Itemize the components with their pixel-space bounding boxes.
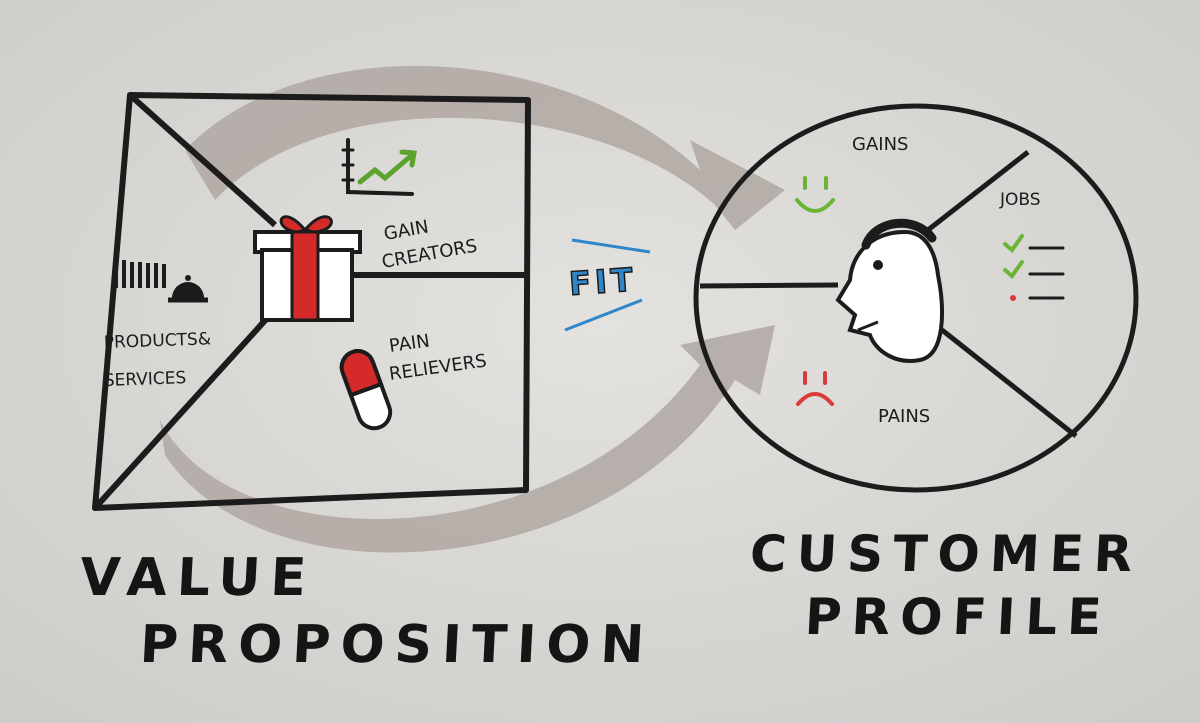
gift-box-icon (253, 215, 362, 322)
gains-label: GAINS (852, 134, 908, 155)
customer-profile-title-line2: PROFILE (803, 588, 1113, 646)
service-bell-icon (168, 275, 208, 303)
value-proposition-square (92, 92, 531, 511)
customer-profile-circle (693, 103, 1139, 493)
value-proposition-title-line1: VALUE (78, 548, 318, 608)
barcode-icon (114, 260, 166, 288)
upper-fit-arrow (185, 65, 785, 230)
fit-indicator: FIT (564, 238, 651, 332)
jobs-label: JOBS (999, 190, 1041, 210)
products-label-line2: SERVICES (103, 368, 186, 391)
products-label-line1: PRODUCTS& (103, 329, 211, 353)
pains-label: PAINS (878, 406, 930, 427)
bar-chart-growth-icon (341, 138, 417, 196)
customer-head-icon (835, 218, 944, 363)
sad-face-icon (796, 371, 834, 406)
value-proposition-title-line2: PROPOSITION (138, 615, 656, 675)
pill-capsule-icon (339, 349, 393, 431)
customer-profile-title-line1: CUSTOMER (748, 525, 1144, 583)
checklist-icon (1003, 234, 1065, 301)
lower-fit-arrow (160, 325, 775, 553)
smiley-face-icon (795, 176, 835, 213)
fit-label: FIT (568, 260, 638, 303)
